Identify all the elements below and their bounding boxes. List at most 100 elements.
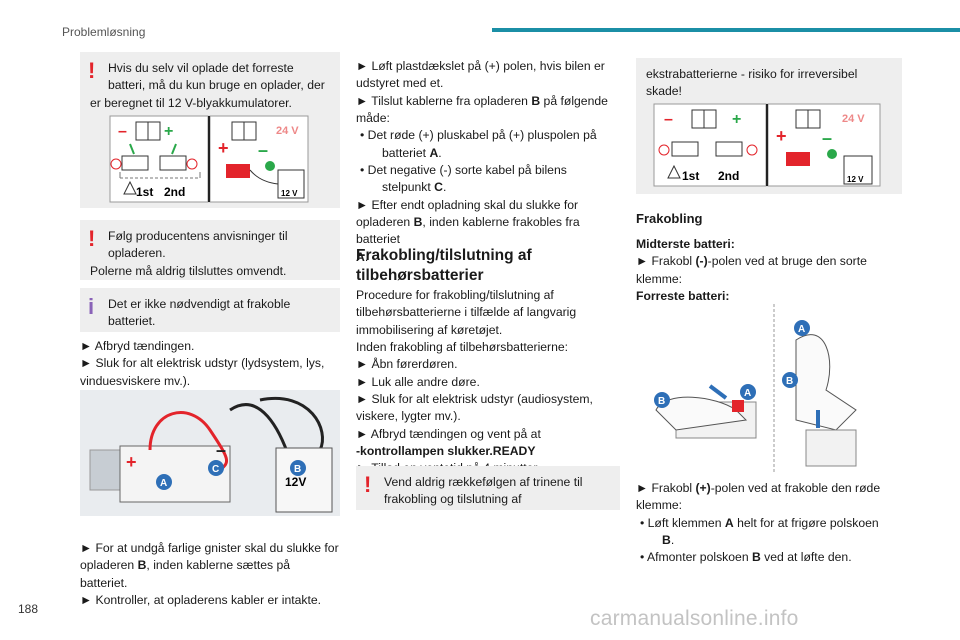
charger-icon [843,155,873,185]
sub-step: B. [662,532,675,547]
label-b: B [786,376,793,387]
battery-icon [121,155,149,171]
step-text: ► Afbryd tændingen og vent på at [356,426,541,441]
engine-bay-illustration: + – 12V A C B [80,390,340,516]
info-box: i Det er ikke nødvendigt at frakoble bat… [80,288,340,332]
step-text: ► Luk alle andre døre. [356,374,480,389]
step-text: ► Åbn førerdøren. [356,357,458,372]
figure-engine-bay: + – 12V A C B [80,390,340,516]
warning-text: batteri, må du kun bruge en oplader, der [108,78,325,93]
page-number: 188 [18,602,39,616]
accessory-battery-text: Procedure for frakobling/tilslutning af … [356,287,620,478]
body-text: Procedure for frakobling/tilslutning af [356,288,554,302]
info-text: batteriet. [108,314,156,329]
battery-icon [671,141,699,157]
steps-1: ► Afbryd tændingen. ► Sluk for alt elekt… [80,338,340,390]
red-clamp-icon [732,400,744,412]
header-accent-bar [492,28,960,32]
body-text: tilbehørsbatterierne i tilfælde af langv… [356,305,577,320]
label-12v: 12 V [847,175,864,184]
section-heading: Frakobling [636,211,703,226]
step-text: klemme: [636,271,683,286]
ground-clamp-icon [265,161,275,171]
battery-icon [715,141,743,157]
label-24v: 24 V [276,125,299,137]
warning-box-charger: ! Hvis du selv vil oplade det forreste b… [80,52,340,112]
label-a: A [160,478,167,489]
warning-box-continued: ekstrabatterierne - risiko for irreversi… [636,58,902,194]
plus-sign: + [776,126,787,146]
warning-icon: ! [88,226,96,251]
watermark: carmanualsonline.info [590,607,799,630]
disconnect-front: ► Frakobl (+)-polen ved at frakoble den … [636,480,902,567]
badge-a [156,474,172,490]
sub-step: stelpunkt C. [382,180,447,195]
minus-sign: – [822,128,832,148]
disconnect-middle: Midterste batteri: ► Frakobl (-)-polen v… [636,236,902,305]
step-text: A. [356,249,369,264]
step-text: ► For at undgå farlige gnister skal du s… [80,541,339,555]
step-text: måde: [356,110,390,125]
step-text: ► Løft plastdækslet på (+) polen, hvis b… [356,59,605,73]
warning-box-instructions: ! Følg producentens anvisninger til opla… [80,220,340,280]
step-text: ► Kontroller, at opladerens kabler er in… [80,592,322,607]
badge-a [794,320,810,336]
plus-sign: + [164,123,173,140]
red-clamp-icon [226,164,250,178]
step-text: ► Afbryd tændingen. [80,339,195,353]
warning-text: skade! [646,84,682,99]
charger-diagram: – + 1st 2nd 24 V + – 12 V [109,115,309,203]
minus-sign: – [118,123,127,140]
label-c: C [212,464,219,475]
step-text: opladeren B, inden kablerne frakobles fr… [356,214,580,247]
sub-step: • Det negative (-) sorte kabel på bilens [360,162,567,177]
figure-charger-diagram: – + 1st 2nd 24 V + – 12 V [80,112,340,208]
warning-text: Følg producentens anvisninger til [108,229,288,243]
warning-text: er beregnet til 12 V-blyakkumulatorer. [90,95,292,110]
badge-b [290,460,306,476]
sub-step: • Løft klemmen A helt for at frigøre pol… [640,515,879,530]
clamp-illustration: B A A B [654,304,857,472]
charger-diagram: – + 1st 2nd 24 V + – 12 V [653,103,881,187]
label-2nd: 2nd [164,185,185,199]
label-1st: 1st [136,185,153,199]
label-b: B [658,396,665,407]
minus-sign: – [258,140,268,160]
label-b: B [294,464,301,475]
warning-triangle-icon [123,180,137,195]
plus-sign: + [218,138,229,158]
warning-icon: ! [88,58,96,83]
step-text: ► Efter endt opladning skal du slukke fo… [356,197,579,212]
info-text: Det er ikke nødvendigt at frakoble [108,297,291,311]
connect-steps: ► Løft plastdækslet på (+) polen, hvis b… [356,58,620,266]
battery-terminal-right [805,429,857,467]
sub-step: batteriet A. [382,145,442,160]
label-2nd: 2nd [718,169,739,183]
step-text: ► Tilslut kablerne fra opladeren B på fø… [356,93,608,108]
warning-text: Polerne må aldrig tilsluttes omvendt. [90,263,287,278]
step-text: ► Frakobl (-)-polen ved at bruge den sor… [636,254,867,269]
clamp-lifted [795,334,857,431]
step-text: opladeren B, inden kablerne sættes på ba… [80,558,291,590]
red-clamp-icon [786,152,810,166]
plus-sign: + [126,452,137,472]
warning-text: Vend aldrig rækkefølgen af trinene til [384,475,583,489]
label-a: A [744,388,751,399]
body-text: immobilisering af køretøjet. [356,322,503,337]
plus-sign: + [732,111,741,128]
label-12v: 12 V [281,189,298,198]
red-cable [148,411,228,472]
warning-text: ekstrabatterierne - risiko for irreversi… [646,67,858,81]
label-12v: 12V [285,475,306,489]
section-heading: Frakobling/tilslutning af tilbehørsbatte… [356,247,532,285]
badge-c [208,460,224,476]
label-24v: 24 V [842,113,865,125]
battery-icon [159,155,187,171]
step-text: ► Sluk for alt elektrisk udstyr (audiosy… [356,391,593,406]
label-a: A [798,324,805,335]
ground-clamp-icon [827,149,837,159]
sub-step: • Det røde (+) pluskabel på (+) pluspole… [360,128,597,143]
step-text: ► Sluk for alt elektrisk udstyr (lydsyst… [80,356,325,371]
step-text: vinduesviskere mv.). [80,373,191,388]
body-text: Inden frakobling af tilbehørsbatterierne… [356,339,569,354]
